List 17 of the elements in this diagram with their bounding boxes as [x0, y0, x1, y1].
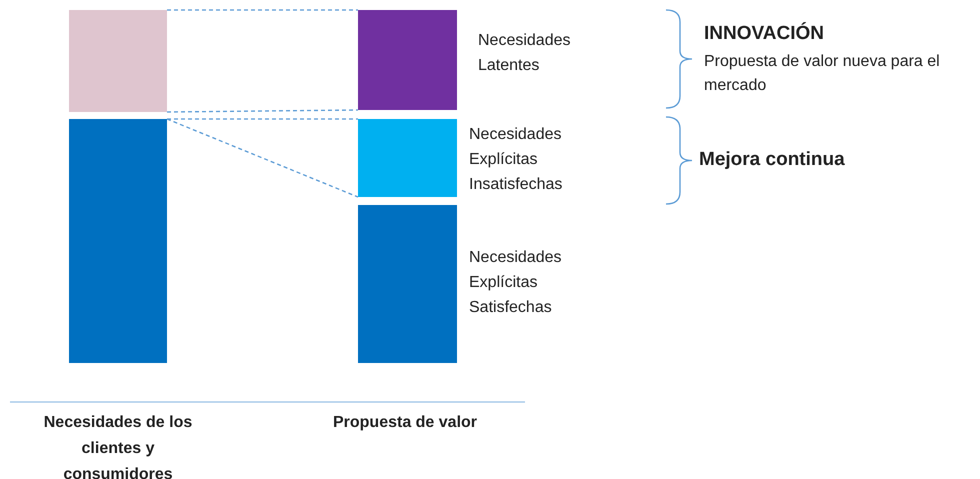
- improvement-label: Mejora continua: [699, 148, 846, 172]
- axis-label: Necesidades de los clientes y consumidores: [42, 413, 194, 479]
- dashed-connector: [167, 109, 358, 113]
- bar: [358, 119, 457, 197]
- dashed-connector: [167, 118, 358, 120]
- innovation-heading: INNOVACIÓN: [704, 22, 825, 46]
- axis-label: Propuesta de valor: [332, 413, 478, 433]
- bar: [69, 119, 167, 363]
- bar-caption: Necesidades Explícitas Insatisfechas: [469, 125, 564, 195]
- bar-caption: Necesidades Explícitas Satisfechas: [469, 248, 562, 318]
- bar: [69, 10, 167, 112]
- bar-caption: Necesidades Latentes: [478, 31, 572, 76]
- description-text: Propuesta de valor nueva para el mercado: [704, 52, 941, 96]
- dashed-connector: [167, 9, 358, 11]
- dashed-connector: [166, 118, 358, 198]
- bar: [358, 10, 457, 110]
- bar: [358, 205, 457, 363]
